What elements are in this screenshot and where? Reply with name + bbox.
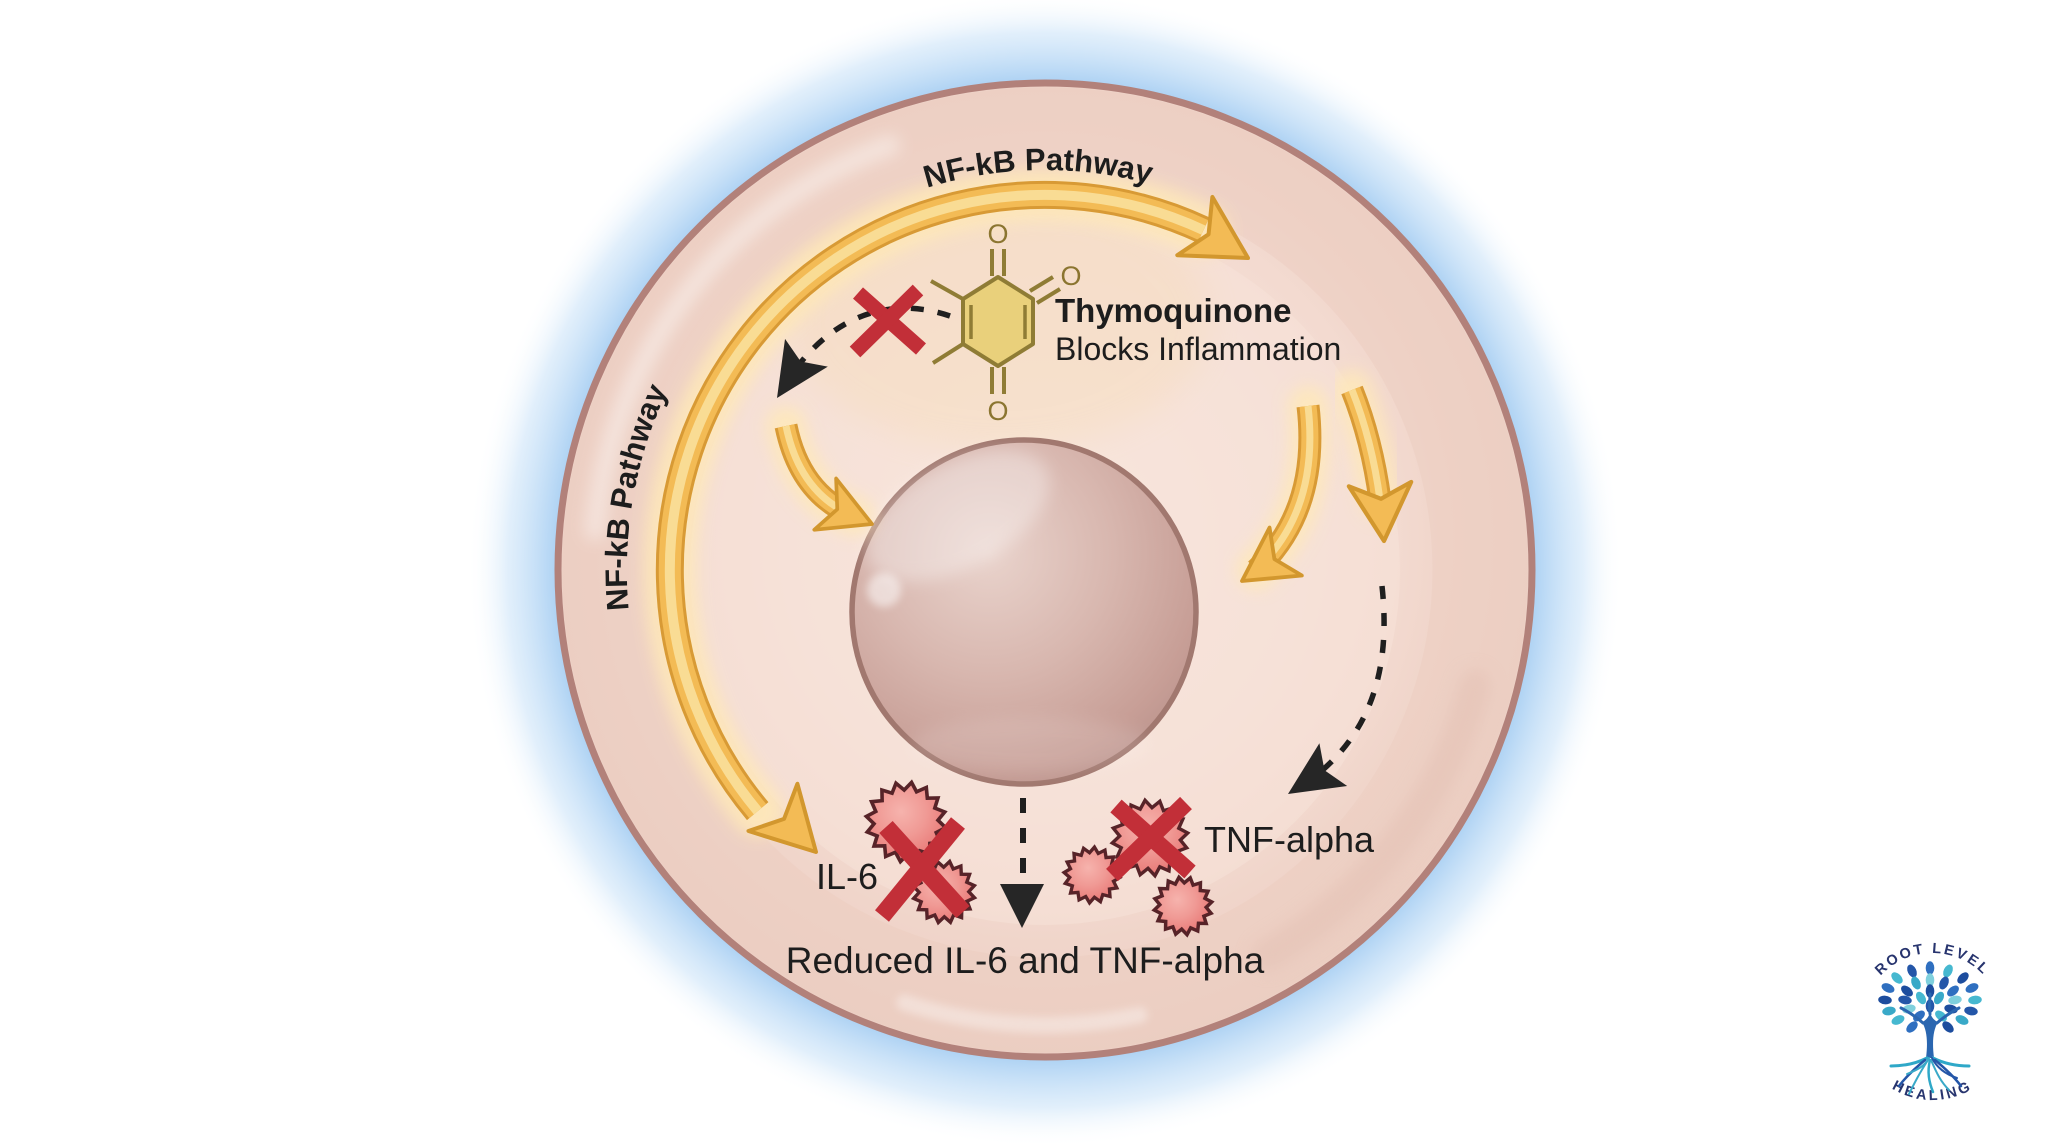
cell-shade-bottom-right (1251, 669, 1491, 972)
outcome-label: Reduced IL-6 and TNF-alpha (786, 940, 1265, 981)
yellow-arrow-right-inner (1223, 386, 1330, 607)
nucleus-highlight (866, 450, 1050, 582)
dashed-path (789, 305, 951, 376)
dashed-arrow-tnf-signal (1274, 585, 1387, 816)
cytoplasm-rim-band (562, 87, 1528, 1053)
yellow-arrow-right-outer (1332, 370, 1415, 543)
tree-trunk (1922, 1012, 1938, 1058)
arrow-core (1348, 388, 1384, 501)
il6-cytokine-cluster (861, 777, 981, 929)
thymoquinone-molecule (930, 249, 1062, 394)
tnf-label: TNF-alpha (1204, 819, 1375, 860)
block-x-icon-tnf (1106, 796, 1196, 882)
x-stroke-b (875, 817, 965, 922)
carbonyl-right-b (1035, 287, 1062, 305)
arc-core (664, 189, 1206, 815)
nucleus (849, 437, 1199, 787)
methyl-bottom-left (931, 342, 965, 365)
tnf-cytokine-cluster (1062, 791, 1216, 938)
nucleus-bottom-sheen (910, 717, 1150, 773)
il6-label: IL-6 (816, 856, 878, 897)
yellow-arrow-left-inner (766, 406, 885, 552)
block-x-icon-molecule (849, 284, 926, 358)
nucleus-highlight-small (867, 573, 901, 607)
molecule-effect-label: Blocks Inflammation (1055, 331, 1341, 367)
x-stroke-b (1106, 796, 1192, 882)
logo-tree-icon (1878, 961, 1982, 1095)
oxygen-label-top: O (987, 219, 1008, 249)
tree-branches (1899, 992, 1961, 1025)
molecule-name-label: Thymoquinone (1055, 292, 1291, 329)
cell-highlight-top-left (584, 135, 901, 541)
tree-roots (1889, 1056, 1971, 1095)
dashed-arrow-outcome (1000, 798, 1044, 928)
oxygen-label-right: O (1060, 261, 1081, 291)
nfkb-arc-arrow (643, 168, 1268, 878)
arrowhead (1000, 884, 1044, 928)
dashed-arrow-blocked-signal (755, 305, 951, 412)
brand-logo: ROOT LEVEL HEALING (1872, 941, 1990, 1104)
oxygen-label-bottom: O (987, 396, 1008, 426)
cell-highlight-bottom (896, 994, 1148, 1033)
quinone-ring (961, 275, 1035, 368)
carbonyl-right-a (1028, 275, 1055, 293)
dashed-path (1300, 585, 1387, 789)
block-x-icon-il6 (875, 817, 970, 922)
tree-canopy (1878, 961, 1982, 1033)
x-stroke-b (849, 284, 924, 358)
methyl-top-left (930, 279, 964, 301)
